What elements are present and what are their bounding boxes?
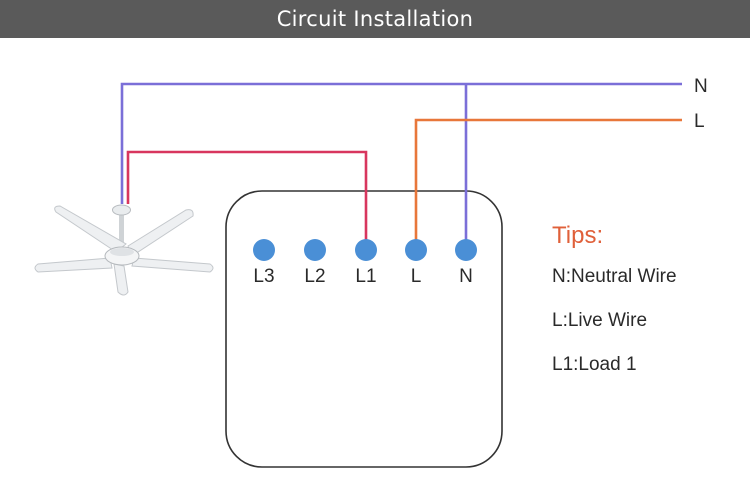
terminal-l3: L3 <box>253 239 275 287</box>
live-line-label: L <box>694 111 705 132</box>
load-wire <box>126 150 368 250</box>
tips-panel: Tips: N:Neutral Wire L:Live Wire L1:Load… <box>552 222 742 398</box>
neutral-line-label: N <box>694 76 708 97</box>
tip-neutral: N:Neutral Wire <box>552 266 677 287</box>
neutral-wire <box>120 82 682 204</box>
tip-load: L1:Load 1 <box>552 354 637 375</box>
title-bar: Circuit Installation <box>0 0 750 38</box>
terminal-label: L3 <box>253 266 274 287</box>
terminal-l: L <box>405 239 427 287</box>
switch-module <box>225 190 503 468</box>
page-title: Circuit Installation <box>276 7 474 31</box>
live-wire <box>414 118 682 250</box>
terminal-label: N <box>459 266 473 287</box>
terminal-label: L <box>411 266 422 287</box>
ceiling-fan-icon <box>34 204 214 296</box>
terminal-label: L1 <box>355 266 376 287</box>
terminal-l2: L2 <box>304 239 326 287</box>
tip-live: L:Live Wire <box>552 310 648 331</box>
terminal-label: L2 <box>304 266 325 287</box>
terminal-n: N <box>455 239 477 287</box>
terminal-l1: L1 <box>355 239 377 287</box>
tips-title: Tips: <box>552 222 604 249</box>
